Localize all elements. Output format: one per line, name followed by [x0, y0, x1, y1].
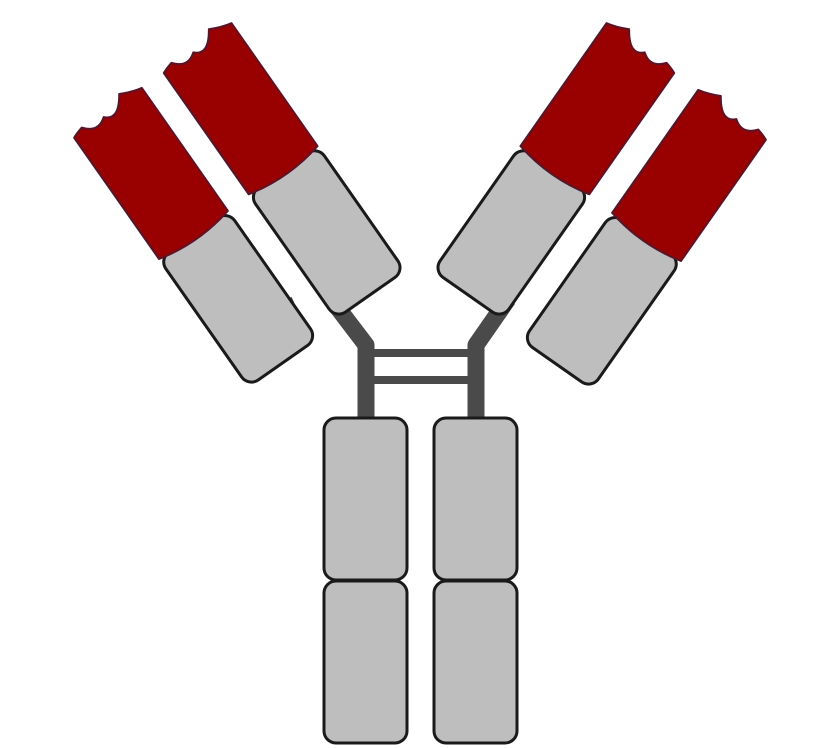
right-heavy-chain-hinge: [476, 299, 508, 420]
left-fc-lower-domain: [324, 581, 407, 743]
left-heavy-chain-hinge: [331, 299, 366, 420]
left-fc-upper-domain: [324, 418, 407, 580]
right-fc-lower-domain: [434, 581, 517, 743]
right-fc-upper-domain: [434, 418, 517, 580]
fc-region: [324, 418, 517, 743]
